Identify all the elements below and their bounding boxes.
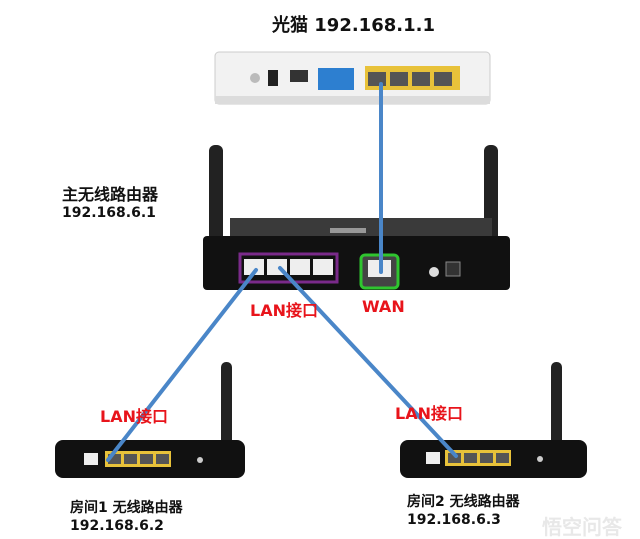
room1-lan-label: LAN接口 bbox=[100, 407, 168, 426]
room1-router-ip: 192.168.6.2 bbox=[70, 518, 164, 534]
room1-router bbox=[55, 362, 245, 478]
room2-lan-label: LAN接口 bbox=[395, 404, 463, 423]
room2-router bbox=[400, 362, 587, 478]
cable-lan-to-room2 bbox=[278, 266, 458, 458]
lan-ports-highlight bbox=[238, 252, 339, 284]
watermark: 悟空问答 bbox=[542, 515, 622, 539]
main-wan-label: WAN bbox=[362, 297, 405, 316]
optical-modem bbox=[214, 51, 491, 105]
modem-label: 光猫 192.168.1.1 bbox=[272, 15, 435, 36]
room2-router-ip: 192.168.6.3 bbox=[407, 512, 501, 528]
main-router-ip: 192.168.6.1 bbox=[62, 205, 156, 221]
room1-router-name: 房间1 无线路由器 bbox=[70, 500, 183, 516]
main-router bbox=[203, 145, 510, 290]
room2-router-name: 房间2 无线路由器 bbox=[407, 494, 520, 510]
main-router-name: 主无线路由器 bbox=[62, 185, 159, 204]
main-lan-label: LAN接口 bbox=[250, 301, 318, 320]
cable-lan-to-room1 bbox=[106, 268, 258, 462]
